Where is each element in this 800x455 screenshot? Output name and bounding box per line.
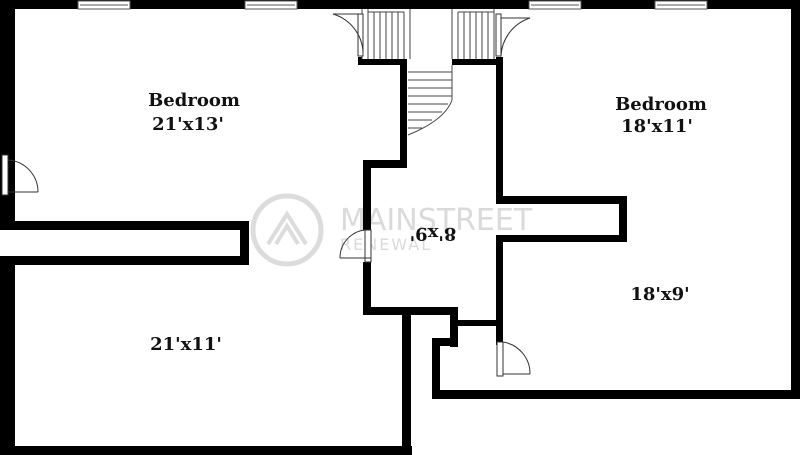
- wall-bottom-right: [432, 390, 800, 399]
- window-icon: [528, 0, 582, 10]
- window-icon: [77, 0, 131, 10]
- watermark-line1: MAINSTREET: [340, 203, 533, 238]
- room-name-bedroom-1: Bedroom: [148, 90, 240, 111]
- wall-bottom-left: [0, 446, 412, 455]
- room-dims-bedroom-1: 21'x13': [152, 114, 224, 135]
- door-icon: [495, 13, 531, 57]
- door-icon: [339, 229, 372, 263]
- window-icon: [654, 0, 708, 10]
- room-dims-lower-right: 18'x9': [630, 284, 689, 305]
- stairs-icon: [361, 9, 496, 136]
- door-icon: [496, 341, 531, 377]
- window-icon: [244, 0, 298, 10]
- room-dims-lower-left: 21'x11': [150, 334, 222, 355]
- room-name-bedroom-2: Bedroom: [615, 94, 707, 115]
- doors: [1, 13, 531, 377]
- room-dims-bedroom-2: 18'x11': [621, 116, 693, 137]
- watermark-logo-icon: [250, 193, 324, 267]
- watermark: MAINSTREET RENEWAL: [250, 193, 533, 267]
- wall-left-lower: [0, 256, 15, 455]
- door-icon: [332, 13, 364, 57]
- door-icon: [1, 154, 39, 196]
- wall-right: [791, 0, 800, 399]
- room-dims-hall: 8'x9': [410, 223, 457, 244]
- interior-walls: [0, 57, 627, 455]
- windows: [77, 0, 708, 10]
- room-labels: Bedroom 21'x13' Bedroom 18'x11' 8'x9' 21…: [148, 90, 707, 355]
- watermark-line2: RENEWAL: [340, 235, 432, 254]
- wall-top: [0, 0, 800, 9]
